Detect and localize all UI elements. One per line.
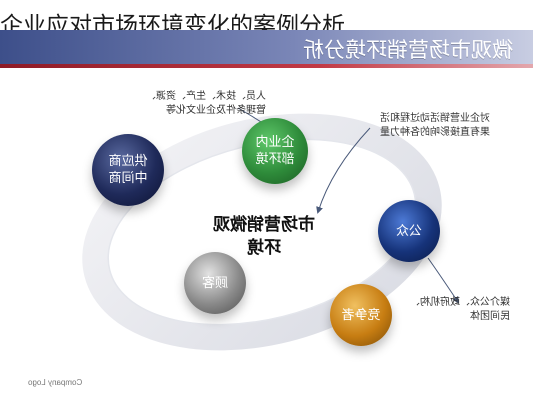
node-enterprise-internal: 企业内部环境	[242, 118, 308, 184]
node-customer-label: 顾客	[202, 275, 229, 291]
node-customer: 顾客	[184, 252, 246, 314]
connector-influence-note	[316, 127, 371, 214]
note-internal-factors: 人员、技术、生产、资源、 管理条件及企业文化等	[146, 90, 266, 118]
note-public-groups: 媒介公众、政府机构、 民间团体	[410, 296, 510, 324]
node-public-label: 公众	[396, 223, 423, 239]
connector-public-groups	[427, 257, 460, 304]
node-enterprise-internal-label: 企业内部环境	[255, 135, 295, 167]
cycle-ring	[82, 113, 442, 351]
note-internal-factors-line1: 人员、技术、生产、资源、	[146, 91, 266, 102]
note-influence-line2: 果有直接影响的各种力量	[380, 127, 490, 138]
company-logo: Company Logo	[28, 378, 83, 387]
header-banner	[0, 30, 533, 64]
node-competitor: 竞争者	[330, 284, 392, 346]
cycle-ring-inner-edge	[107, 138, 417, 326]
node-competitor-label: 竞争者	[341, 307, 381, 323]
header-accent-stripe	[0, 64, 533, 68]
note-public-groups-line1: 媒介公众、政府机构、	[410, 297, 510, 308]
note-influence: 对企业营销活动过程和活 果有直接影响的各种力量	[380, 112, 490, 140]
node-supplier-intermediary-label: 供应商中间商	[108, 154, 148, 186]
center-label-line1: 市场营销微观	[213, 215, 315, 235]
note-public-groups-line2: 民间团体	[470, 311, 510, 322]
node-supplier-intermediary: 供应商中间商	[92, 134, 164, 206]
note-influence-line1: 对企业营销活动过程和活	[380, 113, 490, 124]
node-public: 公众	[378, 200, 440, 262]
note-internal-factors-line2: 管理条件及企业文化等	[166, 105, 266, 116]
